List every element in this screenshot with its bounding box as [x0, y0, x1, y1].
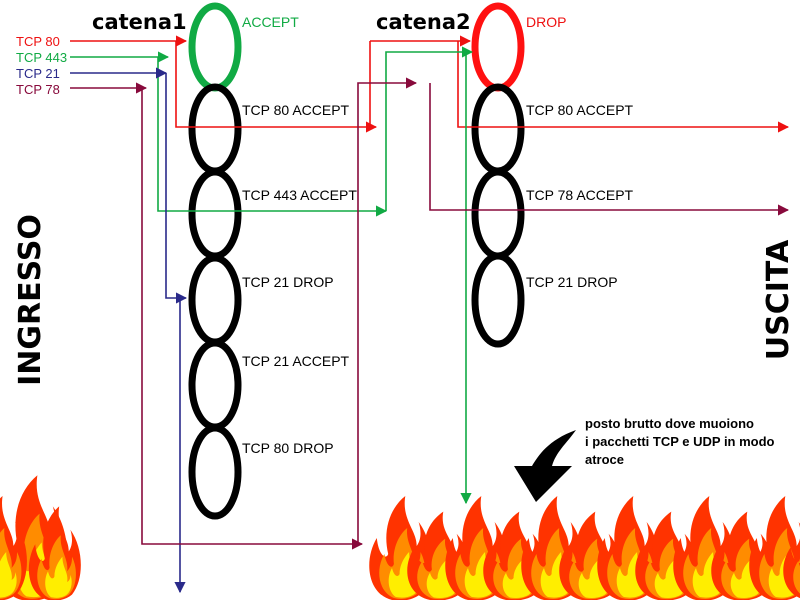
chain2-policy: DROP	[526, 14, 566, 30]
arrow	[141, 88, 364, 550]
curved-arrow-down-icon	[514, 430, 576, 502]
flow-tcp21	[70, 67, 188, 594]
chain2-rule-label: TCP 21 DROP	[526, 274, 618, 290]
note-line1: posto brutto dove muoiono	[585, 416, 754, 431]
chain1-policy-link	[188, 2, 242, 92]
chain2-rule-label: TCP 80 ACCEPT	[526, 102, 634, 118]
chain2-links	[471, 2, 525, 348]
chain2-policy-link	[471, 2, 525, 92]
chain1-rule-link	[188, 424, 242, 520]
arrow	[429, 83, 790, 216]
chain2-rule-link	[471, 168, 525, 260]
chain1-rule-label: TCP 21 ACCEPT	[242, 353, 350, 369]
arrow	[385, 46, 474, 211]
note-line3: atroce	[585, 452, 624, 467]
ingress-label: INGRESSO	[13, 214, 48, 386]
chain2-rule-label: TCP 78 ACCEPT	[526, 187, 634, 203]
chain1-rule-label: TCP 443 ACCEPT	[242, 187, 357, 203]
flow-tcp80	[70, 35, 790, 133]
note-line2: i pacchetti TCP e UDP in modo	[585, 434, 775, 449]
fire-right-icon	[369, 496, 800, 600]
chain1-rule-label: TCP 80 ACCEPT	[242, 102, 350, 118]
packet-label-tcp21: TCP 21	[16, 66, 60, 81]
chain1-rule-link	[188, 339, 242, 431]
chain1-rule-link	[188, 168, 242, 260]
chain1-policy: ACCEPT	[242, 14, 299, 30]
packet-label-tcp78: TCP 78	[16, 82, 60, 97]
packet-label-tcp443: TCP 443	[16, 50, 67, 65]
chain1-rule-link	[188, 254, 242, 346]
chain1-links	[188, 2, 242, 520]
arrow	[457, 41, 790, 133]
chain2-rule-link	[471, 252, 525, 348]
flow-tcp78	[70, 77, 790, 550]
chain2-title: catena2	[376, 10, 471, 34]
packet-label-tcp80: TCP 80	[16, 34, 60, 49]
egress-label: USCITA	[761, 239, 796, 360]
fire-left-icon	[0, 475, 81, 600]
flow-tcp443	[70, 46, 474, 505]
chain1-rule-label: TCP 21 DROP	[242, 274, 334, 290]
arrow	[157, 57, 388, 217]
arrow	[357, 77, 418, 544]
chain1-rule-link	[188, 83, 242, 175]
chain1-title: catena1	[92, 10, 187, 34]
chain2-rule-link	[471, 83, 525, 175]
arrow	[175, 41, 378, 133]
chain1-rule-label: TCP 80 DROP	[242, 440, 334, 456]
